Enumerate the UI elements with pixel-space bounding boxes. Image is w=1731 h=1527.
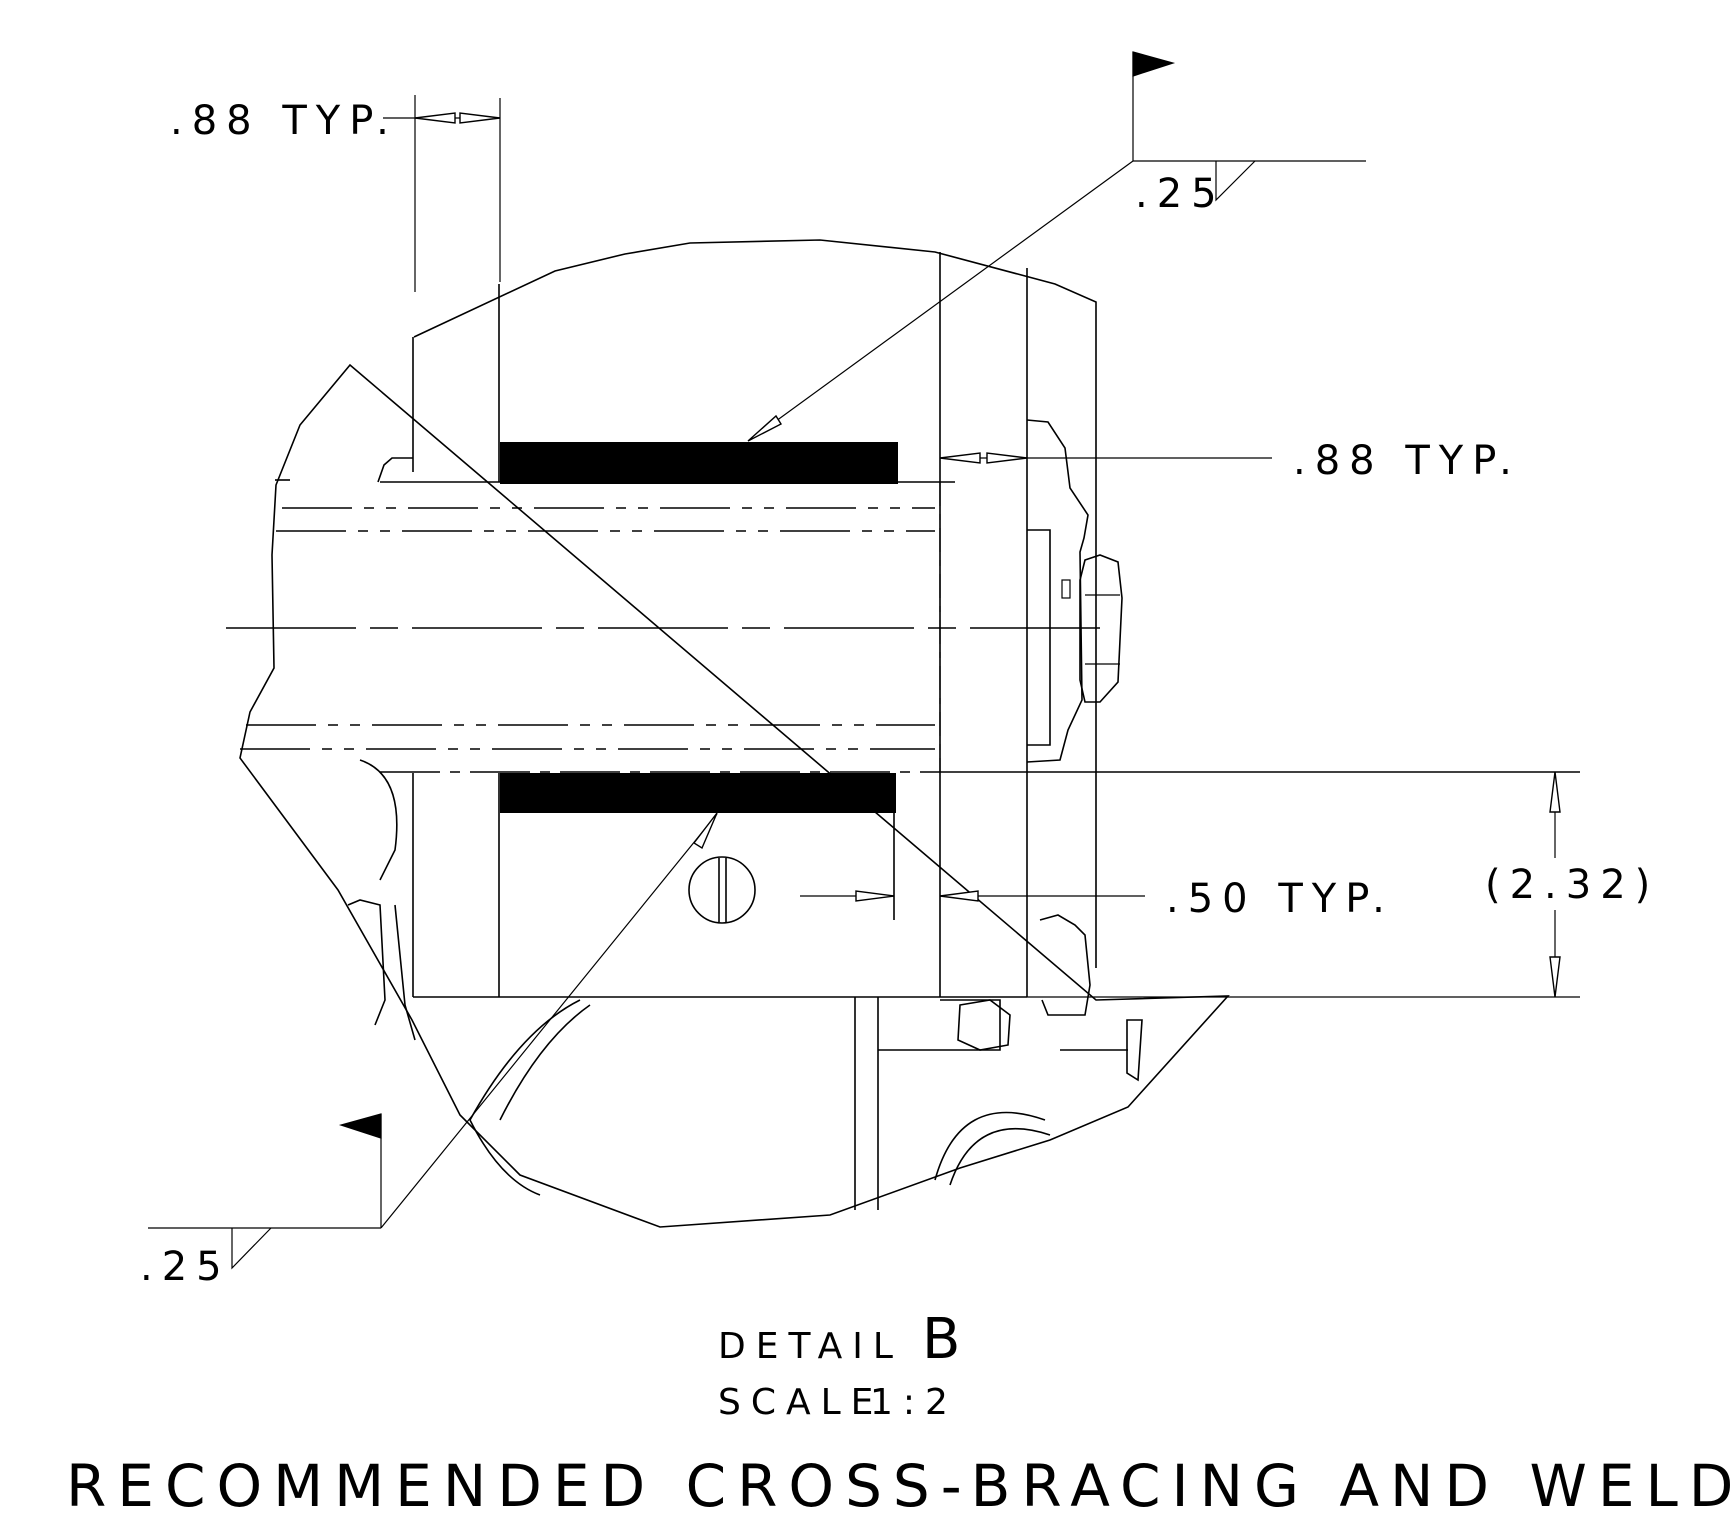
detail-callout: DETAIL B SCALE 1:2	[718, 1307, 960, 1423]
weld-top-size: .25	[1135, 171, 1226, 217]
dimension-lower: .50 TYP.	[800, 876, 1394, 922]
dimension-overall: (2.32)	[1027, 771, 1659, 998]
frame-block	[275, 252, 1580, 998]
dimension-right: .88 TYP.	[939, 438, 1521, 484]
detail-boundary	[239, 239, 1230, 1228]
dim-right-text: .88 TYP.	[1293, 438, 1521, 484]
drain-plug	[688, 856, 756, 924]
field-weld-flag-top-icon	[1132, 51, 1176, 77]
dimension-top-left: .88 TYP.	[170, 95, 501, 292]
weld-bead-bottom	[500, 773, 896, 813]
weld-bead-top	[500, 442, 898, 484]
weld-bottom-size: .25	[140, 1244, 231, 1290]
drawing-title: RECOMMENDED CROSS-BRACING AND WELDING	[66, 1452, 1731, 1520]
shaft	[226, 482, 1110, 772]
hub-assembly	[1026, 419, 1123, 763]
scale-value: 1:2	[870, 1382, 958, 1423]
scale-label: SCALE	[718, 1382, 883, 1423]
hex-nut	[1079, 554, 1123, 703]
field-weld-flag-bottom-icon	[338, 1113, 382, 1139]
detail-letter: B	[922, 1307, 960, 1372]
dim-overall-text: (2.32)	[1485, 862, 1659, 908]
lower-fittings	[347, 759, 1143, 1210]
weld-symbol-bottom: .25	[140, 812, 718, 1290]
dim-lower-text: .50 TYP.	[1166, 876, 1394, 922]
dim-top-left-text: .88 TYP.	[170, 98, 398, 144]
weld-symbol-top: .25	[747, 51, 1366, 442]
detail-label: DETAIL	[718, 1326, 903, 1367]
